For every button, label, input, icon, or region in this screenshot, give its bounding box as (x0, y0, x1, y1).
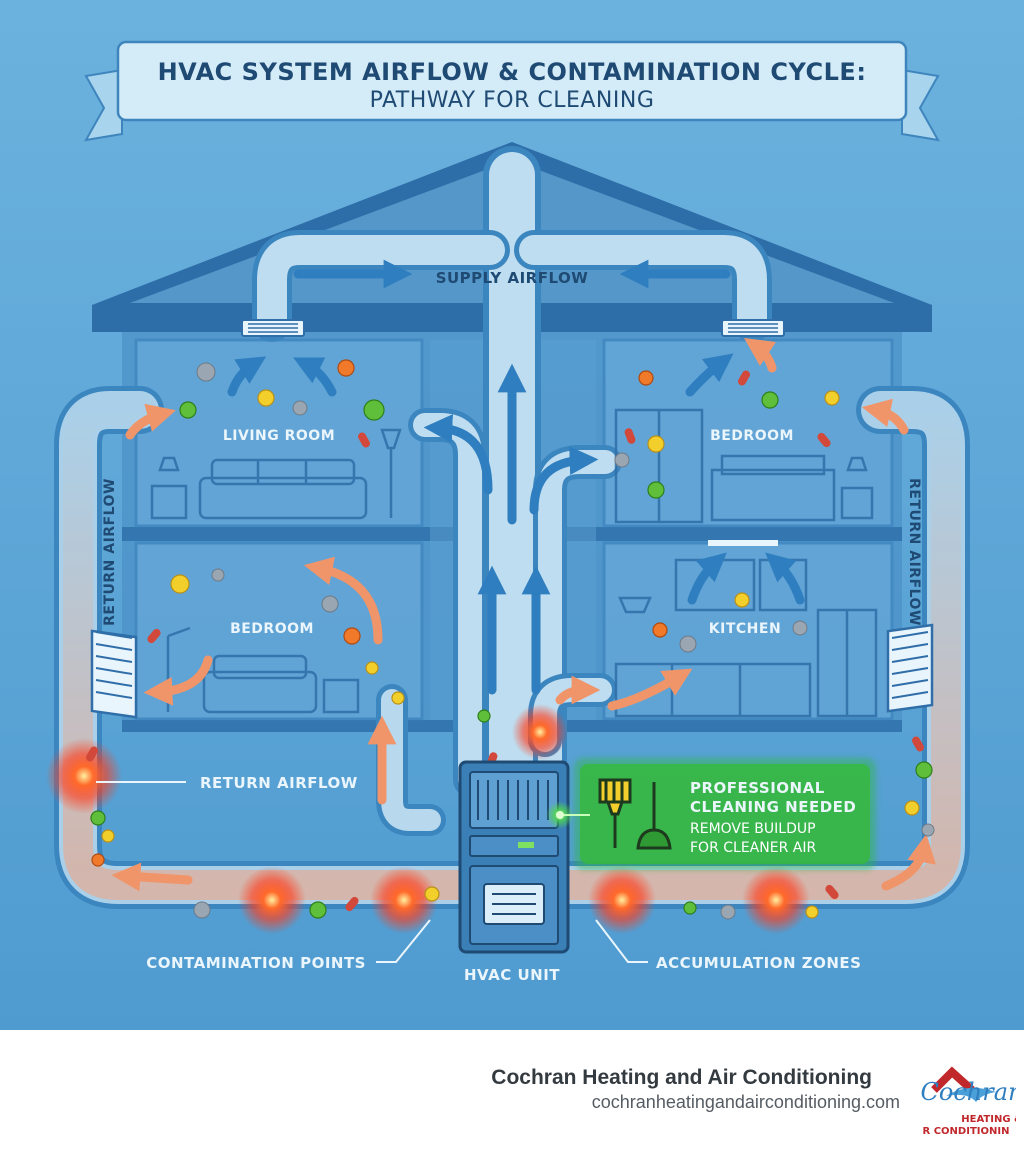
dust-icon (321, 595, 339, 613)
vacuum-icon (636, 782, 672, 850)
supply-airflow-label: SUPPLY AIRFLOW (436, 269, 589, 287)
dust-icon (792, 620, 808, 636)
germ-icon (257, 389, 275, 407)
germ-icon (683, 901, 697, 915)
footer: Cochran Heating and Air Conditioning coc… (0, 1030, 1024, 1154)
dust-icon (196, 362, 216, 382)
germ-icon (90, 810, 106, 826)
cleaning-callout: PROFESSIONAL CLEANING NEEDED REMOVE BUIL… (546, 758, 876, 870)
dust-icon (720, 904, 736, 920)
germ-icon (805, 905, 819, 919)
hvac-diagram: PROFESSIONAL CLEANING NEEDED REMOVE BUIL… (0, 0, 1024, 1030)
accumulation-zones-label: ACCUMULATION ZONES (656, 954, 862, 972)
contamination-points-label: CONTAMINATION POINTS (146, 954, 366, 972)
logo-line2: R CONDITIONIN (923, 1126, 1010, 1137)
room-label-bedroom-lower: BEDROOM (230, 621, 314, 637)
hvac-unit-label: HVAC UNIT (464, 966, 560, 984)
germ-icon (824, 390, 840, 406)
room-label-living-room: LIVING ROOM (223, 428, 335, 444)
germ-icon (652, 622, 668, 638)
return-arrows (111, 338, 936, 892)
supply-vent-right (721, 319, 785, 337)
room-label-kitchen: KITCHEN (709, 621, 781, 637)
title-line1: HVAC SYSTEM AIRFLOW & CONTAMINATION CYCL… (158, 58, 867, 86)
kitchen-vent (708, 540, 778, 546)
callout-line4: FOR CLEANER AIR (690, 840, 816, 856)
dust-icon (921, 823, 935, 837)
contamination-hotspots (46, 704, 810, 934)
title-line2: PATHWAY FOR CLEANING (370, 88, 655, 113)
dust-icon (292, 400, 308, 416)
germ-icon (904, 800, 920, 816)
return-grille-right (886, 623, 934, 713)
hvac-unit (458, 760, 570, 954)
supply-arrows (227, 259, 805, 695)
brush-icon (598, 778, 632, 848)
callout-line1: PROFESSIONAL (690, 779, 825, 797)
company-name: Cochran Heating and Air Conditioning (491, 1066, 872, 1089)
return-airflow-callout-label: RETURN AIRFLOW (200, 774, 358, 792)
germ-icon (363, 399, 385, 421)
return-airflow-left-label: RETURN AIRFLOW (102, 478, 118, 626)
germ-icon (170, 574, 190, 594)
germ-icon (337, 359, 355, 377)
logo-script: Cochran (921, 1078, 1016, 1106)
germ-icon (179, 401, 197, 419)
germ-icon (647, 481, 665, 499)
germ-icon (365, 661, 379, 675)
germ-icon (915, 761, 933, 779)
title-banner: HVAC SYSTEM AIRFLOW & CONTAMINATION CYCL… (84, 40, 940, 142)
germ-icon (638, 370, 654, 386)
particles (86, 359, 935, 920)
furniture (150, 408, 878, 718)
germ-icon (391, 691, 405, 705)
supply-vent-left (241, 319, 305, 337)
company-logo: Cochran HEATING & R CONDITIONIN (921, 1066, 1016, 1137)
dust-icon (679, 635, 697, 653)
callout-line2: CLEANING NEEDED (690, 798, 856, 816)
germ-icon (343, 627, 361, 645)
dust-icon (614, 452, 630, 468)
logo-line1: HEATING & (961, 1114, 1016, 1125)
dust-icon (193, 901, 211, 919)
germ-icon (101, 829, 115, 843)
germ-icon (309, 901, 327, 919)
dust-icon (211, 568, 225, 582)
germ-icon (761, 391, 779, 409)
website-link[interactable]: cochranheatingandairconditioning.com (591, 1092, 900, 1112)
germ-icon (91, 853, 105, 867)
return-grille-left (90, 629, 138, 719)
germ-icon (734, 592, 750, 608)
room-label-bedroom-upper: BEDROOM (710, 428, 794, 444)
return-airflow-right-label: RETURN AIRFLOW (906, 478, 922, 626)
germ-icon (647, 435, 665, 453)
germ-icon (477, 709, 491, 723)
germ-icon (424, 886, 440, 902)
callout-line3: REMOVE BUILDUP (690, 821, 816, 837)
